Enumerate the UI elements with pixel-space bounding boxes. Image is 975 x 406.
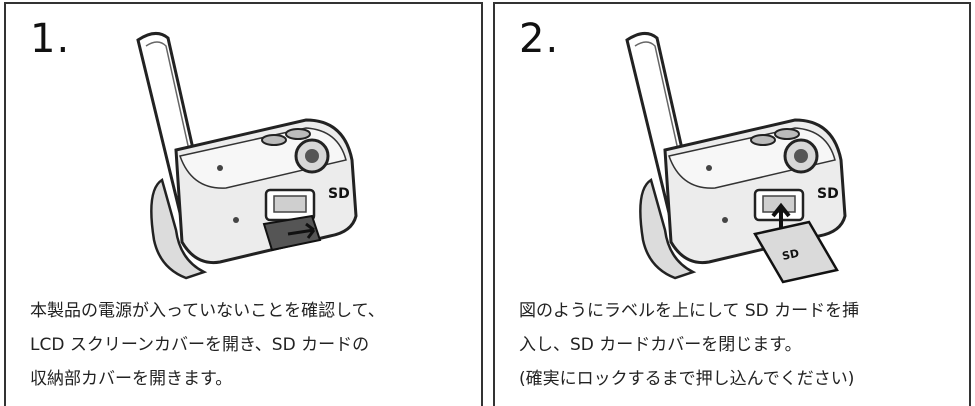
svg-text:SD: SD (781, 247, 800, 263)
caption-line: 収納部カバーを開きます。 (30, 369, 233, 389)
caption-line: 本製品の電源が入っていないことを確認して、 (30, 301, 385, 321)
step-caption: 本製品の電源が入っていないことを確認して、 LCD スクリーンカバーを開き、SD… (30, 294, 478, 396)
camcorder-insert-sd-card-icon: SD SD (605, 20, 865, 284)
svg-text:SD: SD (328, 186, 350, 202)
caption-line: 図のようにラベルを上にして SD カードを挿 (519, 301, 860, 321)
step-caption: 図のようにラベルを上にして SD カードを挿 入し、SD カードカバーを閉じます… (519, 294, 967, 396)
camcorder-open-sd-cover-icon: SD (116, 20, 376, 284)
step-panel-1: 1. SD (4, 2, 483, 406)
step-number: 1. (30, 16, 71, 62)
step-panel-2: 2. SD SD (493, 2, 971, 406)
step-number: 2. (519, 16, 560, 62)
caption-line: LCD スクリーンカバーを開き、SD カードの (30, 335, 370, 355)
caption-line: (確実にロックするまで押し込んでください) (519, 369, 855, 389)
svg-text:SD: SD (817, 186, 839, 202)
caption-line: 入し、SD カードカバーを閉じます。 (519, 335, 802, 355)
